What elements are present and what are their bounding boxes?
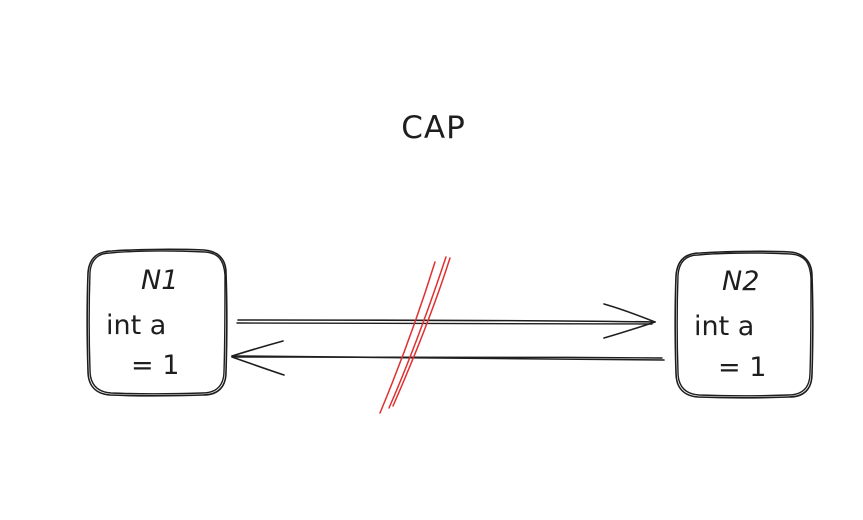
partition-mark (379, 256, 451, 414)
diagram-title: CAP (401, 110, 466, 146)
node-n1-box (86, 248, 228, 397)
arrow-n2-to-n1 (231, 340, 665, 376)
node-n2-line1: int a (694, 311, 755, 342)
node-n2-line2: = 1 (718, 352, 767, 383)
arrow-n1-to-n2 (236, 303, 656, 339)
node-n2-name: N2 (722, 266, 760, 297)
node-n1-line1: int a (106, 310, 167, 341)
node-n1-name: N1 (141, 265, 179, 296)
node-n1-line2: = 1 (131, 350, 180, 381)
node-n2-box (674, 250, 814, 399)
